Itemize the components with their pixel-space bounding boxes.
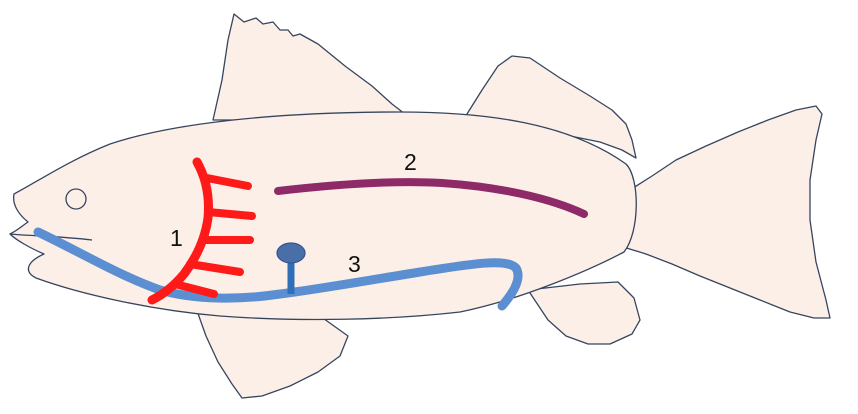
- label-2: 2: [404, 149, 417, 175]
- tail-fin: [610, 106, 830, 318]
- eye: [66, 189, 86, 209]
- front-dorsal-fin: [213, 14, 405, 120]
- connector-bulb: [277, 243, 305, 263]
- anal-fin: [528, 282, 640, 344]
- label-1: 1: [170, 225, 183, 251]
- structure-1-tooth: [208, 212, 252, 216]
- label-3: 3: [348, 251, 361, 277]
- pelvic-fin: [196, 308, 348, 398]
